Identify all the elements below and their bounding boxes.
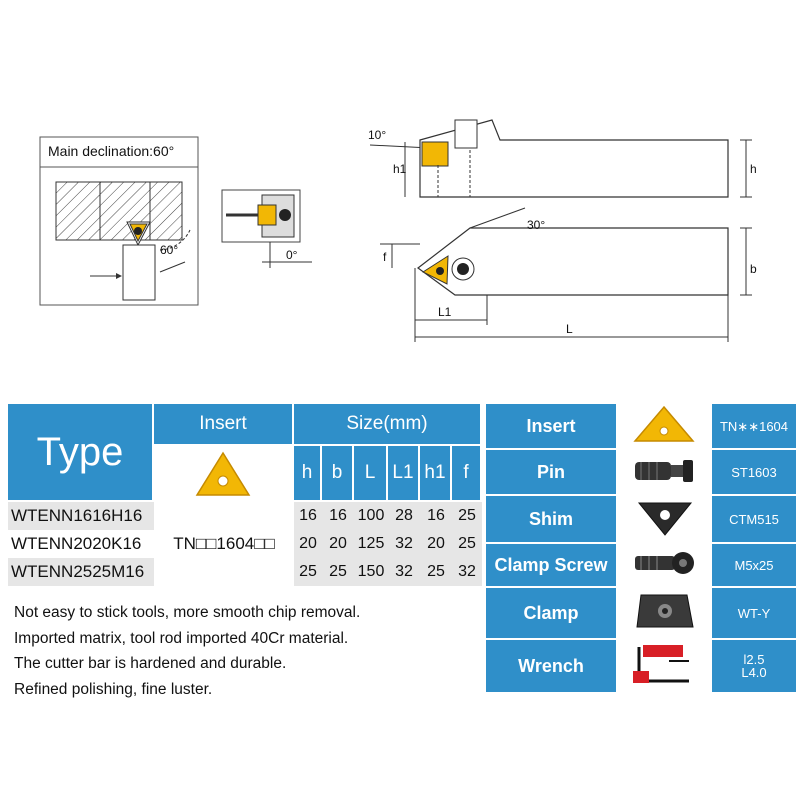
size-col-h: h (294, 446, 322, 502)
size-col-f: f (452, 446, 482, 502)
dim-f-label: f (383, 250, 387, 264)
part-code-text: CTM515 (729, 511, 779, 527)
insert-code-cell: TN□□1604□□ (154, 502, 294, 586)
insert-image-cell (154, 446, 294, 502)
part-name: Wrench (486, 640, 616, 692)
part-code-line: L4.0 (741, 665, 767, 680)
row-value-l1: 32 (388, 530, 420, 558)
insert-icon (195, 451, 251, 496)
feature-notes: Not easy to stick tools, more smooth chi… (14, 600, 484, 702)
part-code: CTM515 (712, 496, 796, 542)
part-code: TN∗∗1604 (712, 404, 796, 448)
part-row-pin: Pin ST1603 (486, 450, 796, 496)
part-image (618, 404, 710, 448)
row-value-l: 100 (354, 502, 388, 530)
row-value-f: 25 (452, 530, 482, 558)
part-code-text: WT-Y (737, 605, 771, 621)
part-name: Insert (486, 404, 616, 448)
row-value-h1: 25 (420, 558, 452, 586)
side-view (369, 119, 752, 198)
part-image (618, 450, 710, 494)
dim-L-label: L (566, 322, 573, 336)
clamp-icon (629, 591, 699, 636)
part-row-shim: Shim CTM515 (486, 496, 796, 544)
dim-b-label: b (750, 262, 757, 276)
insert-header: Insert (154, 404, 294, 446)
size-header: Size(mm) (294, 404, 482, 446)
row-value-h: 25 (294, 558, 322, 586)
angle-10-label: 10° (368, 128, 387, 142)
part-code-text: M5x25 (734, 557, 774, 573)
row-value-b: 25 (322, 558, 354, 586)
note-1: Not easy to stick tools, more smooth chi… (14, 604, 361, 621)
angle-0-label: 0° (286, 248, 298, 262)
pin-icon (629, 450, 699, 495)
part-image (618, 640, 710, 692)
row-value-h: 20 (294, 530, 322, 558)
top-view (380, 207, 752, 342)
rake-angle-view (221, 189, 312, 268)
main-declination-label: Main declination:60° (48, 143, 175, 159)
row-value-f: 32 (452, 558, 482, 586)
note-3: The cutter bar is hardened and durable. (14, 655, 287, 672)
part-name: Shim (486, 496, 616, 542)
part-name: Clamp (486, 588, 616, 638)
insert-icon (629, 404, 699, 449)
part-name: Pin (486, 450, 616, 494)
dim-L1-label: L1 (438, 305, 452, 319)
clamp-screw-icon (629, 543, 699, 588)
part-row-clamp: Clamp WT-Y (486, 588, 796, 640)
part-row-clamp-screw: Clamp Screw M5x25 (486, 544, 796, 588)
row-value-l1: 28 (388, 502, 420, 530)
row-value-h1: 16 (420, 502, 452, 530)
row-value-b: 16 (322, 502, 354, 530)
part-image (618, 544, 710, 586)
row-value-h1: 20 (420, 530, 452, 558)
size-col-b: b (322, 446, 354, 502)
declination-view (39, 136, 199, 306)
note-4: Refined polishing, fine luster. (14, 680, 213, 698)
row-value-f: 25 (452, 502, 482, 530)
row-model: WTENN2020K16 (8, 530, 154, 558)
size-col-l: L (354, 446, 388, 502)
size-col-h1: h1 (420, 446, 452, 502)
part-image (618, 588, 710, 638)
row-model: WTENN1616H16 (8, 502, 154, 530)
part-name: Clamp Screw (486, 544, 616, 586)
row-model: WTENN2525M16 (8, 558, 154, 586)
shim-icon (629, 497, 699, 542)
size-col-l1: L1 (388, 446, 420, 502)
type-header: Type (8, 404, 154, 502)
part-code-line: l2.5 (743, 652, 765, 667)
technical-drawing (39, 119, 752, 342)
wrench-icon (629, 641, 699, 691)
dim-h1-label: h1 (393, 162, 407, 176)
row-value-l: 125 (354, 530, 388, 558)
part-row-insert: Insert TN∗∗1604 (486, 404, 796, 450)
part-code-text: TN∗∗1604 (719, 418, 789, 434)
part-code: M5x25 (712, 544, 796, 586)
dim-h-label: h (750, 162, 757, 176)
angle-30-label: 30° (527, 218, 546, 232)
note-2: Imported matrix, tool rod imported 40Cr … (14, 629, 349, 647)
angle-60-label: 60° (160, 243, 179, 257)
part-code: WT-Y (712, 588, 796, 638)
part-image (618, 496, 710, 542)
row-value-h: 16 (294, 502, 322, 530)
row-value-b: 20 (322, 530, 354, 558)
part-code-text: ST1603 (731, 464, 777, 480)
part-code: ST1603 (712, 450, 796, 494)
row-value-l1: 32 (388, 558, 420, 586)
row-value-l: 150 (354, 558, 388, 586)
